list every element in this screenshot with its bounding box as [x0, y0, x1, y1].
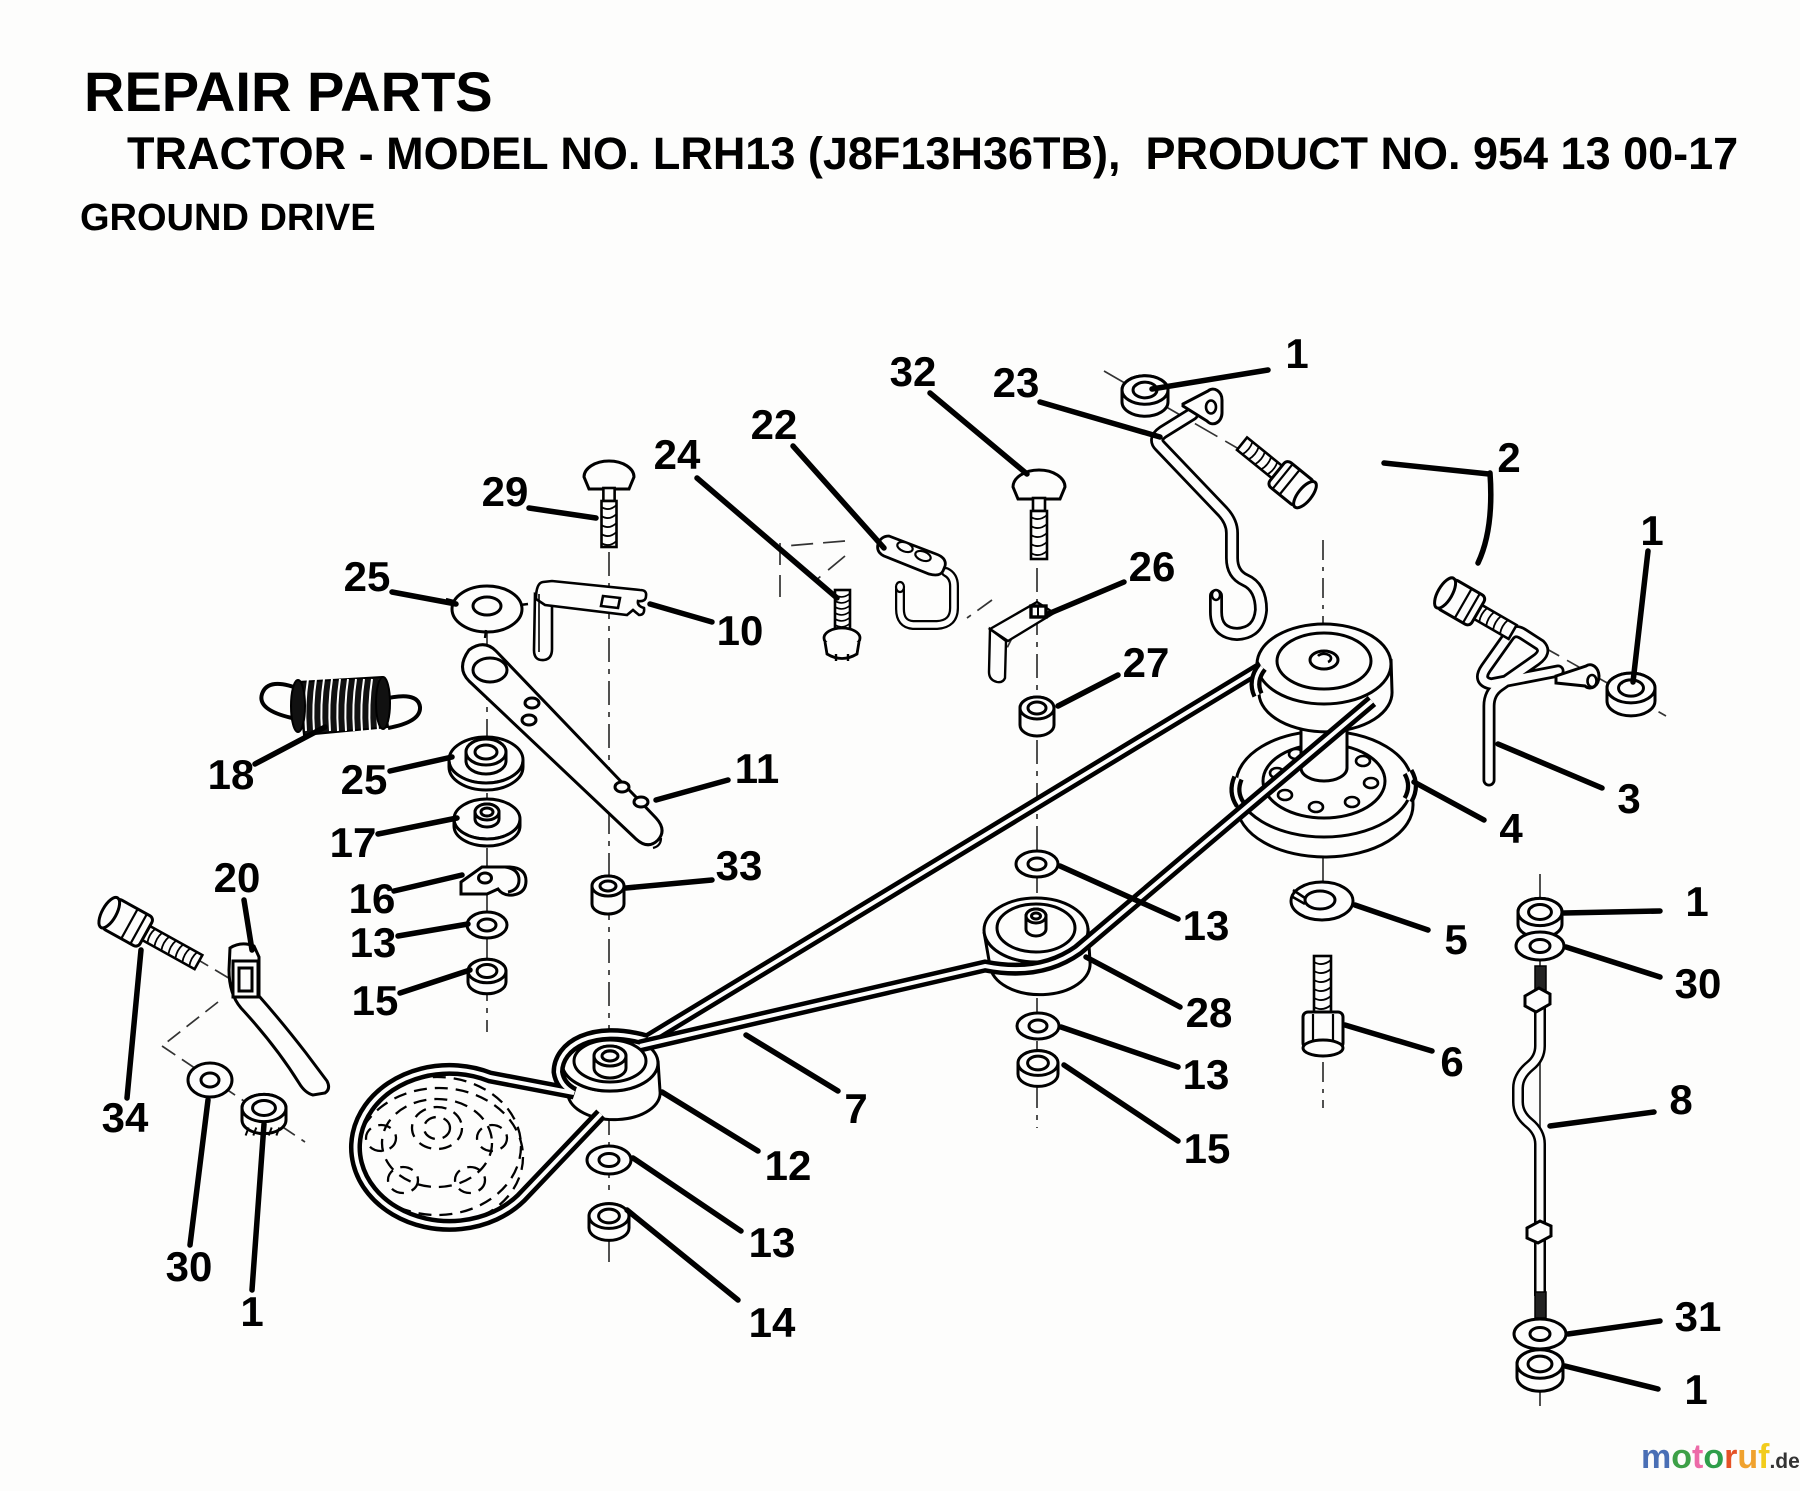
svg-text:25: 25	[341, 756, 388, 803]
svg-text:24: 24	[654, 431, 701, 478]
svg-text:1: 1	[1640, 507, 1663, 554]
svg-text:11: 11	[735, 745, 779, 792]
svg-text:1: 1	[1684, 1366, 1707, 1413]
svg-text:17: 17	[330, 819, 377, 866]
svg-text:27: 27	[1123, 639, 1170, 686]
svg-text:12: 12	[765, 1142, 812, 1189]
svg-text:30: 30	[1675, 960, 1722, 1007]
svg-text:1: 1	[240, 1288, 263, 1335]
svg-text:28: 28	[1186, 989, 1233, 1036]
svg-text:1: 1	[1285, 330, 1308, 377]
svg-text:18: 18	[208, 751, 255, 798]
svg-text:30: 30	[166, 1243, 213, 1290]
svg-text:32: 32	[890, 348, 937, 395]
svg-text:13: 13	[350, 919, 397, 966]
svg-text:34: 34	[102, 1094, 149, 1141]
svg-text:14: 14	[749, 1299, 796, 1346]
svg-text:16: 16	[349, 875, 396, 922]
svg-text:REPAIR PARTS: REPAIR PARTS	[84, 60, 493, 123]
svg-text:8: 8	[1669, 1076, 1692, 1123]
svg-text:31: 31	[1675, 1293, 1722, 1340]
svg-text:TRACTOR - MODEL NO. LRH13 (J8F: TRACTOR - MODEL NO. LRH13 (J8F13H36TB), …	[127, 128, 1738, 179]
svg-text:20: 20	[214, 854, 261, 901]
svg-text:13: 13	[1183, 902, 1230, 949]
svg-text:6: 6	[1440, 1038, 1463, 1085]
svg-text:motoruf.de: motoruf.de	[1641, 1438, 1800, 1476]
svg-text:5: 5	[1444, 916, 1467, 963]
svg-text:2: 2	[1497, 434, 1520, 481]
svg-text:29: 29	[482, 468, 529, 515]
svg-text:1: 1	[1685, 878, 1708, 925]
svg-text:33: 33	[716, 842, 763, 889]
svg-text:13: 13	[1183, 1051, 1230, 1098]
svg-text:13: 13	[749, 1219, 796, 1266]
svg-text:23: 23	[993, 359, 1040, 406]
svg-text:3: 3	[1617, 775, 1640, 822]
svg-text:15: 15	[352, 977, 399, 1024]
svg-text:7: 7	[844, 1085, 867, 1132]
svg-text:15: 15	[1184, 1125, 1231, 1172]
svg-text:26: 26	[1129, 543, 1176, 590]
svg-text:4: 4	[1499, 805, 1523, 852]
svg-text:GROUND DRIVE: GROUND DRIVE	[80, 197, 376, 239]
svg-text:10: 10	[717, 607, 764, 654]
svg-text:22: 22	[751, 401, 798, 448]
svg-text:25: 25	[344, 553, 391, 600]
